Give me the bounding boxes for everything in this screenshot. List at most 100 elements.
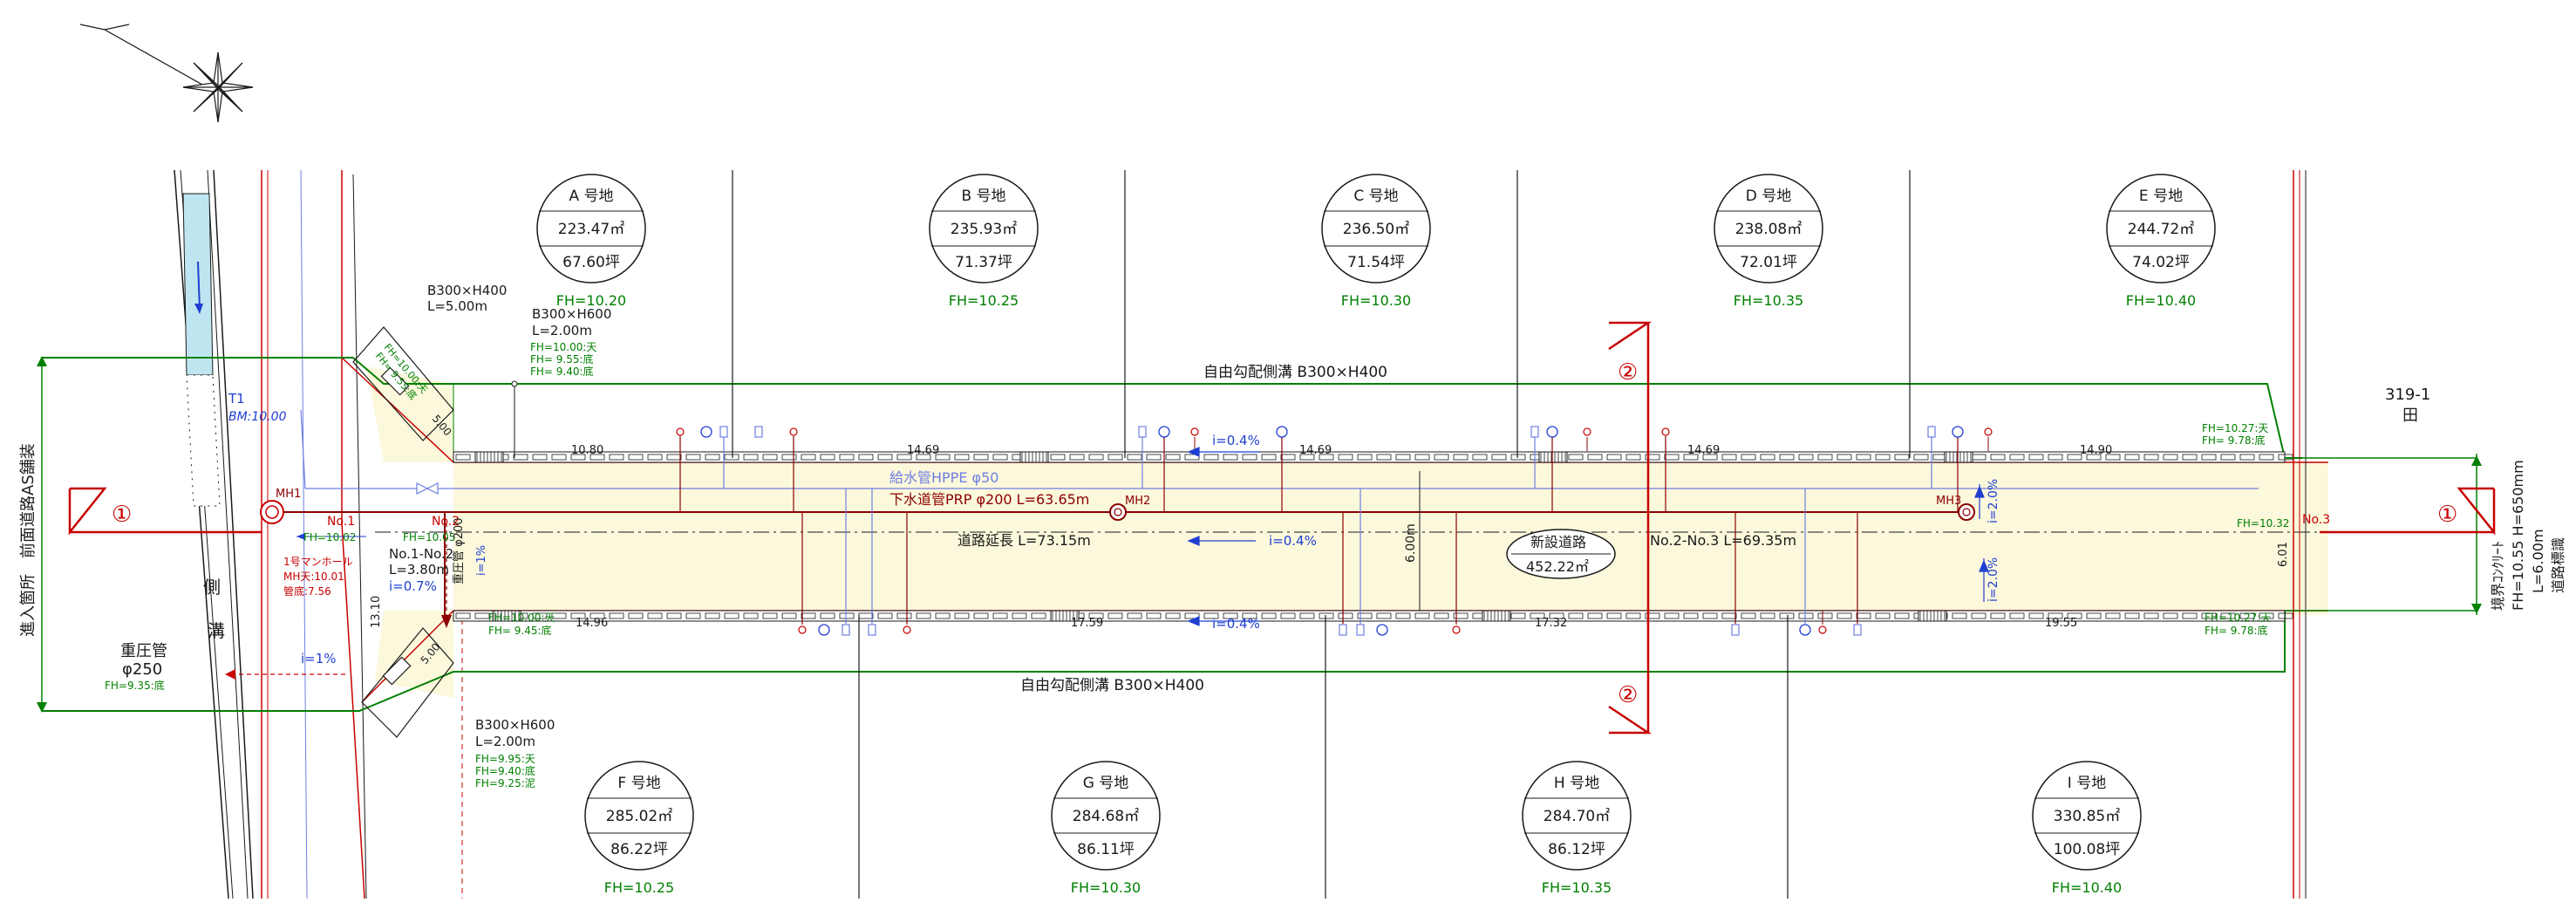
lot-fh: FH=10.35	[1542, 879, 1612, 896]
diagonal-gutter-upper	[352, 326, 454, 441]
section-1-right: ①	[2437, 502, 2457, 528]
section-1-left: ①	[112, 502, 132, 528]
lot-fh: FH=10.30	[1071, 879, 1141, 896]
sewer-inlet-icon	[903, 611, 911, 634]
lot-fh: FH=10.25	[949, 292, 1019, 309]
sewer-inlet-icon	[1452, 611, 1461, 634]
water-meter-icon	[1376, 624, 1388, 636]
water-valve-icon	[1138, 426, 1147, 438]
lot-name: B 号地	[961, 188, 1005, 205]
water-meter-icon	[1952, 426, 1964, 438]
water-valve-icon	[1731, 624, 1740, 636]
lot-name: C 号地	[1353, 188, 1398, 205]
top-seg-1: 10.80	[571, 444, 603, 457]
water-valve-icon	[1530, 426, 1539, 438]
road-length-2-3: No.2-No.3 L=69.35m	[1650, 532, 1796, 549]
slope-mid: i=0.4%	[1269, 533, 1317, 549]
mh1-fh: FH=10.02	[303, 531, 356, 543]
bottom-seg-4: 19.55	[2045, 617, 2077, 630]
lot-tsubo: 74.02坪	[2132, 254, 2190, 271]
pressure-pipe-v-label: 重圧管 φ200	[452, 517, 466, 584]
road-name: 新設道路	[1530, 534, 1586, 550]
cross-slope-bottom: i=2.0%	[1987, 557, 2000, 602]
diagonal-gutter-lower	[361, 627, 454, 738]
ur-gutter-title: B300×H600	[532, 306, 611, 322]
north-arrow-icon	[79, 24, 254, 123]
manhole-mh3	[1958, 503, 1975, 521]
water-valve-icon	[1927, 426, 1936, 438]
sewer-inlet-icon	[1984, 427, 1993, 451]
side-gutter-char2: 溝	[208, 620, 225, 641]
top-seg-5: 14.90	[2080, 444, 2112, 457]
manhole-mh1	[260, 500, 284, 524]
gutter-grate-icon	[492, 610, 521, 622]
gutter-grate-icon	[1944, 451, 1973, 463]
bm-value: BM:10.00	[228, 410, 287, 424]
sewer-pipe-label: 下水道管PRP φ200 L=63.65m	[889, 491, 1089, 508]
water-meter-icon	[818, 624, 830, 636]
station-no3: No.3	[2302, 513, 2330, 527]
lot-area: 284.68㎡	[1073, 808, 1139, 825]
lot-boundaries	[732, 170, 1911, 899]
existing-side-gutter	[174, 169, 254, 899]
road-area: 452.22㎡	[1526, 558, 1589, 575]
ur-gutter-fh2: FH= 9.55:底	[530, 352, 594, 366]
sewer-inlet-icon	[798, 611, 807, 634]
br-gutter-fh1: FH=10.27:天	[2205, 612, 2271, 624]
service-markers-bottom	[798, 611, 1862, 636]
lot-tsubo: 86.11坪	[1077, 841, 1135, 858]
parcel-use: 田	[2402, 407, 2418, 425]
lot-fh: FH=10.30	[1341, 292, 1411, 309]
ur-gutter-fh3: FH= 9.40:底	[530, 365, 594, 378]
ll-gutter-fh1: FH=10.00:天	[488, 612, 555, 624]
parcel-number: 319-1	[2385, 386, 2430, 404]
lot-tsubo: 72.01坪	[1740, 254, 1797, 271]
lot-name: I 号地	[2068, 775, 2106, 792]
slope-arrows	[1187, 447, 1989, 626]
boundary-note-4: 道路標識	[2550, 537, 2566, 593]
cross-slope-top: i=2.0%	[1987, 479, 2000, 523]
top-seg-2: 14.69	[907, 444, 939, 457]
road-width-left: 13.10	[370, 596, 383, 628]
gutter-grate-icon	[1050, 610, 1080, 622]
ul-gutter-title: B300×H400	[427, 283, 507, 298]
no1-2-length: L=3.80m	[389, 562, 449, 577]
tr-gutter-fh2: FH= 9.78:底	[2202, 434, 2266, 447]
gutter-grate-icon	[474, 451, 504, 463]
section-line-1	[68, 487, 2496, 536]
lot-area: 285.02㎡	[606, 808, 672, 825]
mh1-bottom: 管底:7.56	[283, 584, 331, 598]
drawing-labels: 自由勾配側溝 B300×H400 自由勾配側溝 B300×H400 10.80 …	[19, 283, 2566, 789]
lot-fh: FH=10.25	[604, 879, 674, 896]
pressure-pipe-fh: FH=9.35:底	[105, 679, 165, 692]
lot-fh: FH=10.35	[1734, 292, 1803, 309]
water-valve-icon	[1339, 624, 1347, 636]
lot-tsubo: 86.22坪	[610, 841, 668, 858]
gutter-grate-icon	[1538, 451, 1568, 463]
water-meter-icon	[1546, 426, 1558, 438]
lot-tsubo: 100.08坪	[2054, 841, 2120, 858]
boundary-note-3: L=6.00m	[2530, 529, 2546, 593]
curb-blocks-bottom	[453, 610, 2293, 622]
ur-gutter-len: L=2.00m	[532, 323, 592, 338]
bottom-seg-2: 17.59	[1071, 617, 1103, 630]
lb-gutter-fh3: FH=9.25:泥	[475, 777, 535, 789]
sewer-inlet-icon	[1661, 427, 1670, 451]
water-meter-icon	[1158, 426, 1170, 438]
sewer-inlet-icon	[1583, 427, 1591, 451]
bottom-gutter-label: 自由勾配側溝 B300×H400	[1020, 677, 1204, 694]
mh1-label: MH1	[276, 488, 301, 501]
lot-fh: FH=10.40	[2052, 879, 2122, 896]
lb-gutter-title: B300×H600	[475, 717, 555, 733]
sewer-inlet-icon	[1190, 427, 1199, 451]
boundary-note-2: FH=10.55 H=650mm	[2510, 460, 2526, 611]
top-seg-4: 14.69	[1687, 444, 1720, 457]
lb-gutter-len: L=2.00m	[475, 734, 535, 749]
lot-name: H 号地	[1554, 775, 1599, 792]
mh2-label: MH2	[1125, 495, 1150, 508]
